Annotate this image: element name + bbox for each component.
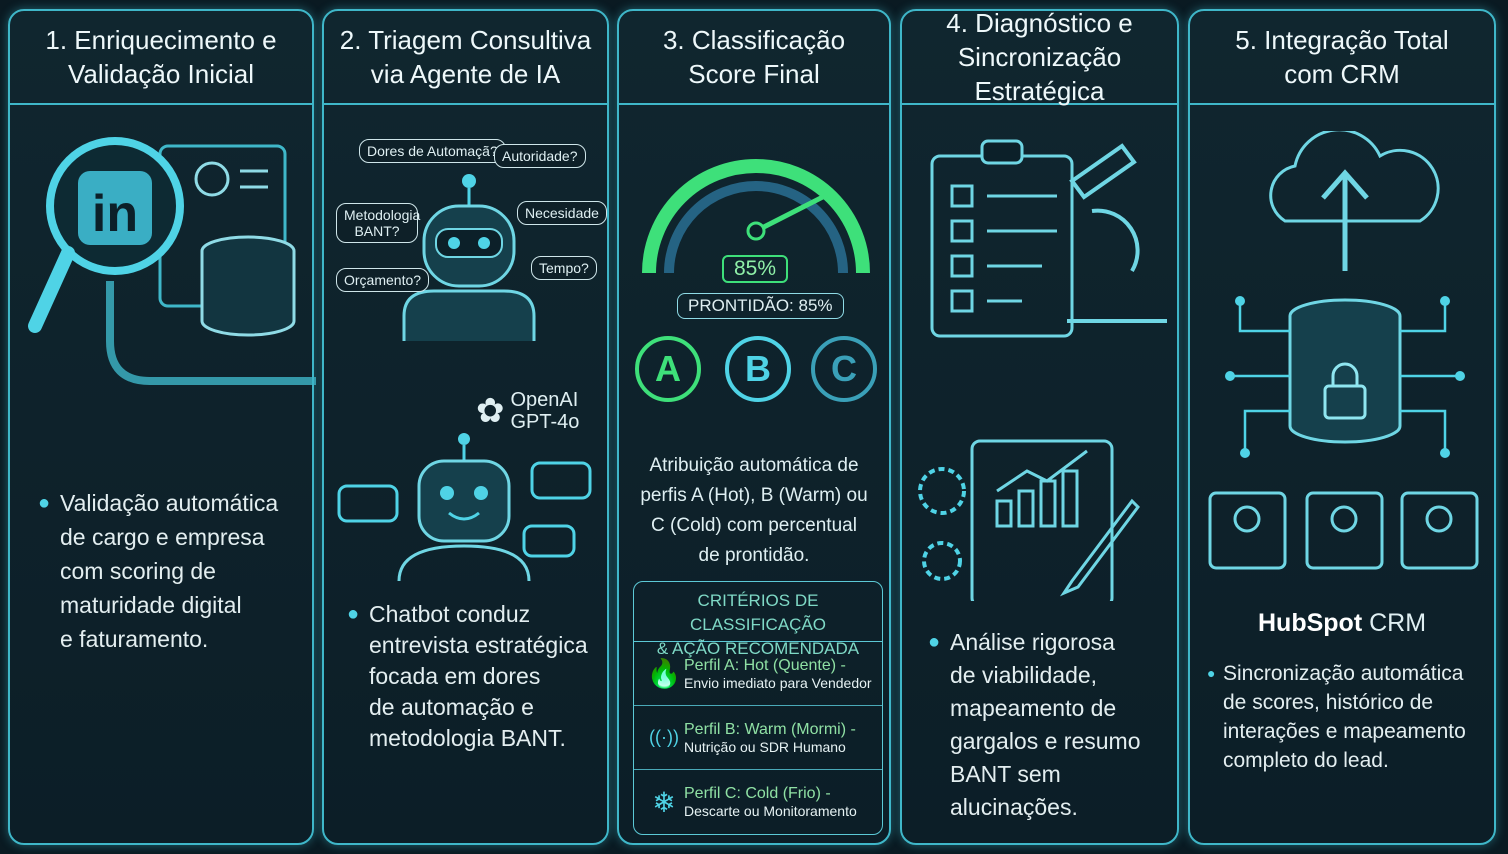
- step-1-title: 1. Enriquecimento e Validação Inicial: [10, 11, 312, 105]
- brand-line: OpenAI: [510, 389, 579, 411]
- criteria-title: Perfil C: Cold (Frio) -: [684, 785, 831, 802]
- bullet-icon: ●: [347, 603, 360, 625]
- step-4-title: 4. Diagnóstico e Sincronização Estratégic…: [902, 8, 1177, 106]
- text-line: perfis A (Hot), B (Warm) ou: [640, 485, 868, 506]
- text-line: Atribuição automática de: [649, 455, 859, 476]
- text-line: de scores, histórico de: [1223, 691, 1434, 714]
- step-2-description: ● Chatbot conduz entrevista estratégica fo…: [347, 599, 588, 754]
- step-5-panel: 5. Integração Total com CRM HubSpot CRM ●…: [1188, 9, 1496, 845]
- text-line: de cargo e empresa: [60, 524, 265, 550]
- snowflake-icon: ❄: [652, 786, 676, 818]
- text-line: Chatbot conduz: [369, 601, 531, 627]
- grade-c-badge: C: [811, 336, 877, 402]
- readiness-label: PRONTIDÃO: 85%: [677, 293, 844, 319]
- step-1-description: ● Validação automática de cargo e empresa…: [38, 486, 279, 656]
- title-line: via Agente de IA: [370, 59, 561, 89]
- criteria-title: CRITÉRIOS DE CLASSIFICAÇÃO & AÇÃO RECOMEN…: [634, 582, 882, 658]
- title-line: 5. Integração Total: [1235, 25, 1449, 55]
- text-line: BANT sem alucinações.: [950, 761, 1078, 820]
- linkedin-magnifier-database-icon: in: [28, 137, 316, 385]
- score-gauge: [642, 159, 870, 274]
- text-line: Validação automática: [60, 490, 279, 516]
- flame-icon: 🔥: [646, 658, 682, 689]
- text-line: de prontidão.: [698, 545, 810, 566]
- step-5-title: 5. Integração Total com CRM: [1190, 11, 1494, 105]
- step-2-panel: 2. Triagem Consultiva via Agente de IA Do…: [322, 9, 609, 845]
- step-2-title: 2. Triagem Consultiva via Agente de IA: [324, 11, 607, 105]
- text-line: com scoring de: [60, 558, 216, 584]
- criteria-title: Perfil B: Warm (Mormi) -: [684, 720, 856, 738]
- title-line: Score Final: [688, 59, 820, 89]
- text-line: Sincronização automática: [1223, 662, 1464, 685]
- title-line: 4. Diagnóstico e: [946, 8, 1133, 38]
- title-line: & AÇÃO RECOMENDADA: [656, 639, 860, 658]
- text-line: entrevista estratégica: [369, 632, 588, 658]
- gauge-needle: [754, 192, 829, 234]
- criteria-row-b: ((·)) Perfil B: Warm (Mormi) -Nutrição ou…: [634, 706, 882, 770]
- speech-bubble: Autoridade?: [494, 144, 586, 168]
- openai-logo-icon: ✿: [476, 392, 505, 430]
- title-line: 3. Classificação: [662, 25, 846, 55]
- hubspot-crm-brand: HubSpot CRM: [1258, 609, 1426, 638]
- gauge-value: 85%: [722, 255, 789, 283]
- title-line: Validação Inicial: [68, 59, 254, 89]
- text-line: mapeamento de: [950, 695, 1117, 721]
- speech-bubble: Dores de Automaçã?: [359, 139, 506, 163]
- grade-b-badge: B: [725, 336, 791, 402]
- text-line: e faturamento.: [60, 626, 209, 652]
- checklist-microscope-report-icon: [918, 139, 1167, 601]
- grade-a-badge: A: [635, 336, 701, 402]
- robot-icon: [402, 174, 536, 341]
- criteria-table: CRITÉRIOS DE CLASSIFICAÇÃO & AÇÃO RECOMEN…: [633, 581, 883, 835]
- crm-label: CRM: [1369, 609, 1427, 637]
- text-line: maturidade digital: [60, 592, 242, 618]
- criteria-action: Descarte ou Monitoramento: [684, 803, 857, 819]
- criteria-title: Perfil A: Hot (Quente) -: [684, 656, 846, 674]
- title-line: 1. Enriquecimento e: [45, 25, 277, 55]
- text-line: gargalos e resumo: [950, 728, 1141, 754]
- criteria-row-c: ❄ Perfil C: Cold (Frio) -Descarte ou Moni…: [634, 770, 882, 834]
- speech-bubble: Metodologia BANT?: [336, 203, 420, 243]
- bullet-icon: ●: [928, 631, 941, 653]
- criteria-row-a: 🔥Perfil A: Hot (Quente) -Envio imediato …: [634, 642, 882, 706]
- step-5-description: ● Sincronização automática de scores, his…: [1207, 659, 1466, 775]
- bullet-icon: ●: [38, 492, 51, 514]
- hubspot-logo-text: HubSpot: [1258, 609, 1363, 637]
- text-line: focada em dores: [369, 663, 541, 689]
- text-line: Análise rigorosa: [950, 629, 1115, 655]
- brand-line: GPT-4o: [510, 411, 580, 433]
- title-line: Sincronização Estratégica: [957, 42, 1122, 106]
- title-line: com CRM: [1284, 59, 1400, 89]
- chatbot-icon: [337, 433, 592, 582]
- title-line: CRITÉRIOS DE CLASSIFICAÇÃO: [689, 591, 827, 634]
- speech-bubble: Tempo?: [531, 256, 597, 280]
- text-line: interações e mapeamento: [1223, 720, 1466, 743]
- title-line: 2. Triagem Consultiva: [339, 25, 592, 55]
- text-line: metodologia BANT.: [369, 725, 566, 751]
- speech-bubble: Orçamento?: [336, 268, 430, 292]
- speech-bubble: Necesidade: [517, 201, 607, 225]
- cloud-database-crm-icon: [1208, 131, 1479, 570]
- bullet-icon: ●: [1207, 665, 1216, 681]
- signal-icon: ((·)): [649, 727, 679, 747]
- step-3-description: Atribuição automática de perfis A (Hot), …: [619, 451, 889, 571]
- step-4-description: ● Análise rigorosa de viabilidade, mapeame…: [928, 626, 1177, 824]
- text-line: completo do lead.: [1223, 749, 1389, 772]
- text-line: de viabilidade,: [950, 662, 1098, 688]
- step-4-panel: 4. Diagnóstico e Sincronização Estratégic…: [900, 8, 1179, 845]
- text-line: C (Cold) com percentual: [651, 515, 857, 536]
- criteria-action: Nutrição ou SDR Humano: [684, 738, 846, 755]
- text-line: de automação e: [369, 694, 534, 720]
- criteria-action: Envio imediato para Vendedor: [684, 674, 872, 691]
- linkedin-logo-text: in: [92, 185, 138, 243]
